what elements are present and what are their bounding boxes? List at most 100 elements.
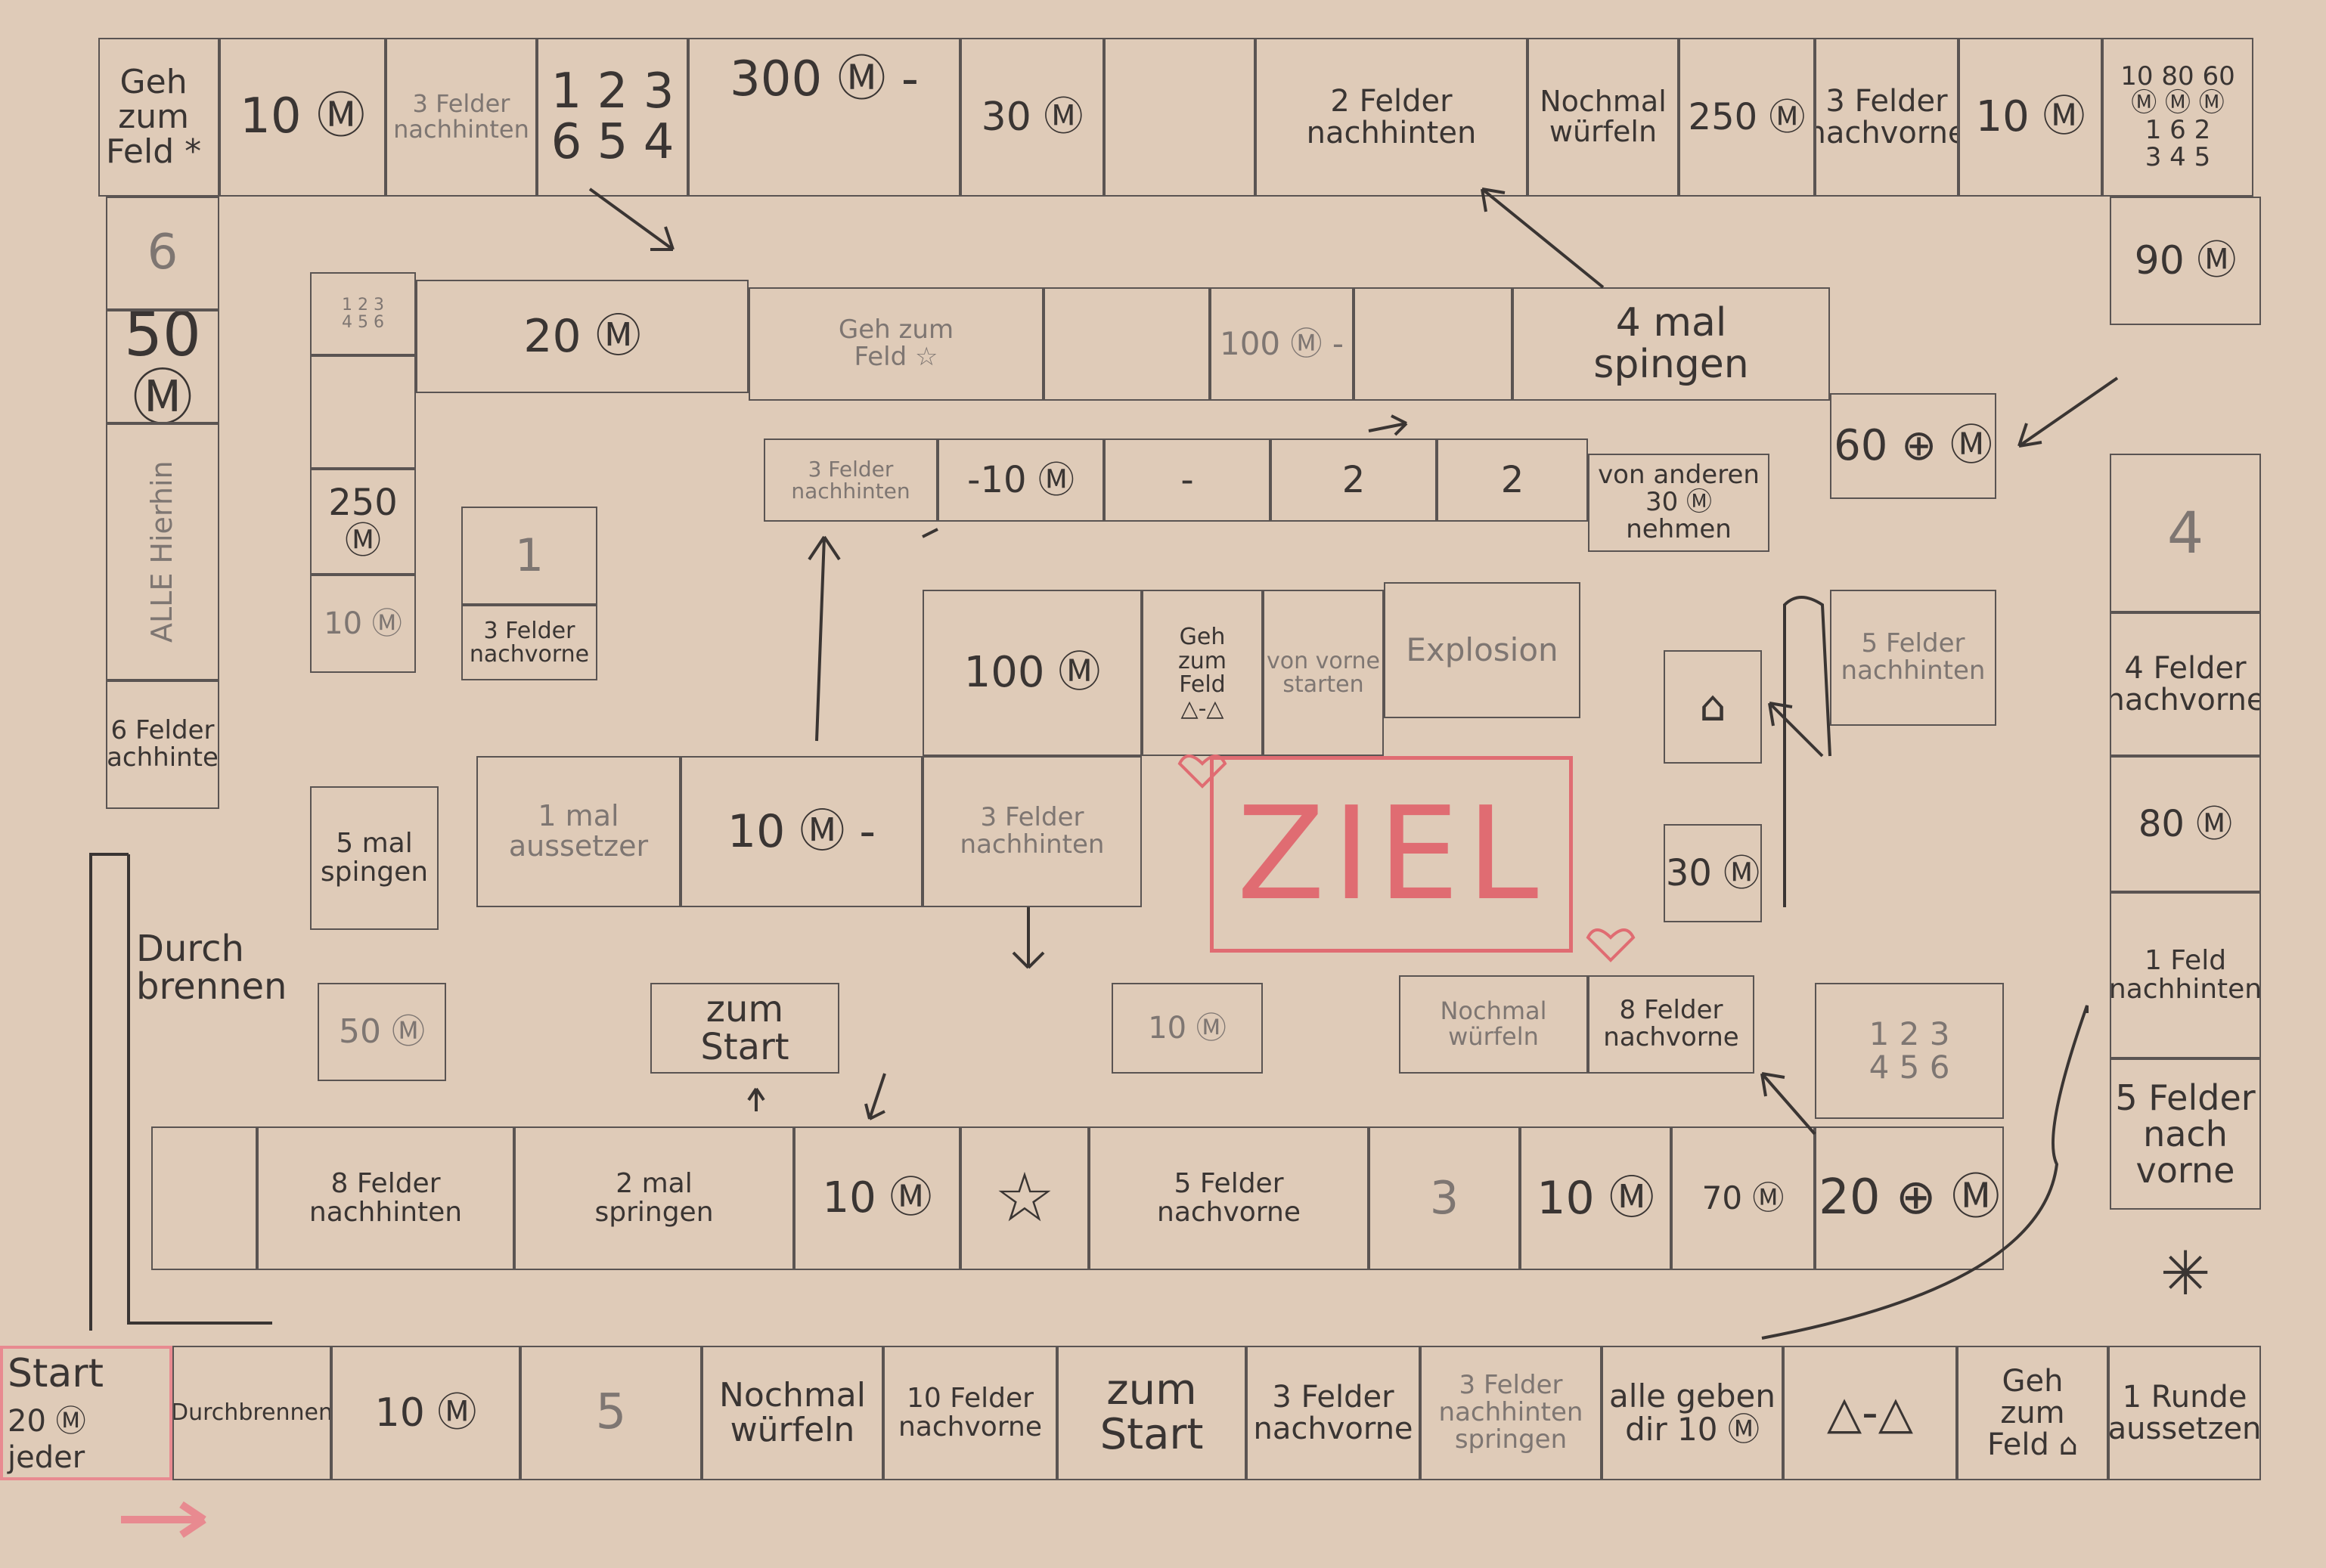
path-line [1761, 1005, 2089, 1340]
board-field[interactable]: ☆ [960, 1126, 1089, 1270]
board-field[interactable]: 10 Ⓜ [1112, 983, 1263, 1074]
board-field[interactable]: 10 Ⓜ [310, 575, 416, 673]
arrow-icon [1012, 907, 1045, 969]
board-field[interactable]: Geh zum Feld ☆ [749, 287, 1044, 401]
board-field[interactable]: 10 Ⓜ - [681, 756, 923, 907]
arrow-icon [808, 535, 841, 742]
board-field[interactable]: zum Start [1057, 1346, 1246, 1480]
board-field[interactable]: 3 Felder nachhinten springen [1420, 1346, 1602, 1480]
board-field[interactable]: 10 Ⓜ [1958, 38, 2102, 197]
board-field[interactable]: 10 Ⓜ [1520, 1126, 1671, 1270]
board-field[interactable]: von vorne starten [1263, 590, 1384, 756]
dice-field[interactable]: 1 2 3 4 5 6 [310, 272, 416, 355]
board-field[interactable]: 3 Felder nachhinten [386, 38, 537, 197]
board-field[interactable]: 5 [520, 1346, 702, 1480]
board-field[interactable]: 2 [1437, 438, 1588, 522]
board-field[interactable]: 5 Felder nach vorne [2110, 1058, 2261, 1210]
heart-icon [1177, 755, 1636, 962]
board-field[interactable]: 4 mal spingen [1512, 287, 1830, 401]
start-arrow-icon [121, 1501, 206, 1539]
board-field[interactable]: 30 Ⓜ [1664, 824, 1762, 922]
board-field[interactable]: 10 Ⓜ [794, 1126, 960, 1270]
dice-field[interactable]: 1 2 3 4 5 6 [1815, 983, 2004, 1119]
board-field[interactable]: 250 Ⓜ [310, 469, 416, 575]
arrow-icon [864, 1073, 886, 1120]
ziel-goal-field[interactable]: ZIEL [1210, 756, 1573, 953]
board-field[interactable]: 8 Felder nachhinten [257, 1126, 514, 1270]
arrow-icon [1368, 414, 1408, 436]
board-field[interactable]: Nochmal würfeln [1527, 38, 1679, 197]
dice-field[interactable]: 1 2 3 6 5 4 [537, 38, 688, 197]
board-field[interactable]: 70 Ⓜ [1671, 1126, 1815, 1270]
board-field[interactable] [1354, 287, 1512, 401]
board-field[interactable]: 60 ⊕ Ⓜ [1830, 393, 1996, 499]
board-field[interactable] [151, 1126, 257, 1270]
arrow-icon [1768, 702, 1824, 758]
board-field[interactable]: 50 Ⓜ [106, 310, 219, 423]
dice-field[interactable]: 10 80 60 Ⓜ Ⓜ Ⓜ 1 6 2 3 4 5 [2102, 38, 2253, 197]
board-field[interactable]: zum Start [650, 983, 839, 1074]
arrow-icon [2017, 377, 2119, 448]
durchbrennen-label: Durch brennen [136, 928, 287, 1009]
arrow-icon [1481, 187, 1605, 289]
board-field[interactable]: 6 Felder nachhinten [106, 680, 219, 809]
arrow-icon [922, 528, 938, 538]
board-field[interactable]: Geh zum Feld ⌂ [1957, 1346, 2108, 1480]
board-field[interactable]: 2 mal springen [514, 1126, 794, 1270]
board-field[interactable]: 4 [2110, 454, 2261, 612]
board-field[interactable]: 3 [1369, 1126, 1520, 1270]
explosion-field[interactable]: Explosion [1384, 582, 1580, 718]
board-field[interactable]: 3 Felder nachvorne [1815, 38, 1958, 197]
board-field[interactable]: 3 Felder nachvorne [1246, 1346, 1420, 1480]
board-field[interactable]: 250 Ⓜ [1679, 38, 1815, 197]
board-field[interactable]: 10 Ⓜ [219, 38, 386, 197]
board-field[interactable]: 5 Felder nachvorne [1089, 1126, 1369, 1270]
board-field[interactable]: 5 Felder nachhinten [1830, 590, 1996, 726]
board-field[interactable]: - [1104, 438, 1270, 522]
board-field[interactable]: 3 Felder nachvorne [461, 605, 597, 680]
board-field[interactable]: Nochmal würfeln [702, 1346, 883, 1480]
board-field[interactable]: 1 [461, 507, 597, 605]
board-field[interactable]: Durchbrennen [172, 1346, 331, 1480]
board-field[interactable]: 1 Feld nachhinten [2110, 892, 2261, 1058]
board-field[interactable]: 20 ⊕ Ⓜ [1815, 1126, 2004, 1270]
board-field[interactable]: -10 Ⓜ [938, 438, 1104, 522]
board-field[interactable]: von anderen 30 Ⓜ nehmen [1588, 454, 1769, 552]
board-field[interactable] [310, 355, 416, 469]
board-field[interactable]: △-△ [1783, 1346, 1957, 1480]
board-field[interactable]: 2 Felder nachhinten [1255, 38, 1527, 197]
board-field[interactable]: 90 Ⓜ [2110, 197, 2261, 325]
start-reward: 20 Ⓜ jeder [8, 1404, 86, 1475]
arrow-icon [747, 1087, 765, 1111]
board-field[interactable]: 20 Ⓜ [416, 280, 749, 393]
board-field[interactable]: 100 Ⓜ [923, 590, 1142, 756]
board-field[interactable]: 5 mal spingen [310, 786, 439, 930]
start-field[interactable]: Start 20 Ⓜ jeder [0, 1346, 172, 1480]
board-field[interactable]: 80 Ⓜ [2110, 756, 2261, 892]
board-field[interactable]: 3 Felder nachhinten [923, 756, 1142, 907]
board-field[interactable]: 50 Ⓜ [318, 983, 446, 1081]
board-field[interactable]: 100 Ⓜ - [1210, 287, 1354, 401]
board-field[interactable]: 8 Felder nachvorne [1588, 975, 1754, 1074]
board-field[interactable]: 10 Ⓜ [331, 1346, 520, 1480]
board-field[interactable]: 4 Felder nachvorne [2110, 612, 2261, 756]
board-field[interactable]: 2 [1270, 438, 1437, 522]
board-field[interactable]: 3 Felder nachhinten [764, 438, 938, 522]
board-field[interactable]: 30 Ⓜ [960, 38, 1104, 197]
board-field[interactable]: ⌂ [1664, 650, 1762, 764]
board-field[interactable] [1104, 38, 1255, 197]
board-field[interactable] [1044, 287, 1210, 401]
board-field[interactable]: 10 Felder nachvorne [883, 1346, 1057, 1480]
board-field[interactable]: 6 [106, 197, 219, 310]
board-field[interactable]: alle geben dir 10 Ⓜ [1602, 1346, 1783, 1480]
board-field[interactable]: Geh zum Feld △-△ [1142, 590, 1263, 756]
board-field[interactable]: 300 Ⓜ - [688, 38, 960, 197]
board-field[interactable]: ✳ [2160, 1238, 2211, 1309]
board-field[interactable]: Nochmal würfeln [1399, 975, 1588, 1074]
board-field[interactable]: Geh zum Feld * [98, 38, 219, 197]
board-field[interactable]: 1 mal aussetzer [476, 756, 681, 907]
board-field[interactable]: 1 Runde aussetzen [2108, 1346, 2261, 1480]
ziel-label: ZIEL [1236, 779, 1546, 929]
